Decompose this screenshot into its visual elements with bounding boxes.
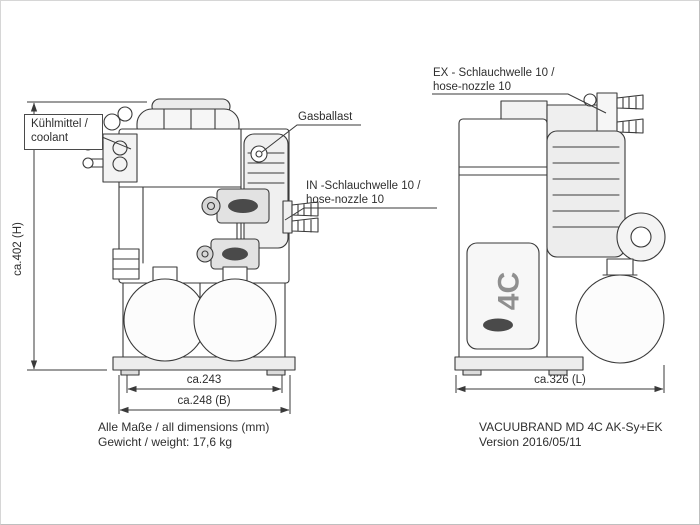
round-flask <box>575 274 665 364</box>
weight-note: Gewicht / weight: 17,6 kg <box>98 434 233 449</box>
vacuubrand-logo-badge <box>483 318 513 332</box>
base-plate-side <box>454 356 584 371</box>
inlet-hose-nozzle <box>291 217 319 233</box>
callout-gasballast: Gasballast <box>298 111 353 123</box>
dim-overall-width-label: ca.248 (B) <box>177 395 231 407</box>
callout-inlet: IN -Schlauchwelle 10 / hose-nozzle 10 <box>306 180 420 207</box>
version-text: Version 2016/05/11 <box>479 434 582 449</box>
vacuubrand-logo-badge <box>228 199 258 213</box>
callout-coolant-line1: Kühlmittel / <box>31 118 88 130</box>
dimensions-note: Alle Maße / all dimensions (mm) <box>98 420 270 434</box>
callout-inlet-line1: IN -Schlauchwelle 10 / <box>306 180 421 192</box>
connector-box <box>112 248 140 280</box>
callout-coolant-line2: coolant <box>31 131 69 144</box>
callout-exhaust-line1: EX - Schlauchwelle 10 / <box>433 67 555 79</box>
front-view-drawing <box>82 98 319 376</box>
title-block: VACUUBRAND MD 4C AK-Sy+EK Version 2016/0… <box>479 420 663 449</box>
coolant-attachment <box>102 133 138 183</box>
gasballast-knob <box>250 145 268 163</box>
base-plate-front <box>112 356 296 371</box>
dim-inner-width-label: ca.243 <box>186 374 222 386</box>
inlet-flange <box>282 200 293 234</box>
model-name: VACUUBRAND MD 4C AK-Sy+EK <box>479 420 663 434</box>
callout-leader-lines <box>101 93 607 221</box>
inlet-leader <box>284 207 437 221</box>
dim-height-label: ca.402 (H) <box>12 222 24 276</box>
vacuubrand-logo-badge <box>222 247 248 261</box>
model-badge-4c: 4C <box>493 272 526 310</box>
coolant-coil-loop <box>117 106 133 122</box>
notes-block: Alle Maße / all dimensions (mm) Gewicht … <box>98 420 269 449</box>
exhaust-hose-nozzle <box>616 94 644 110</box>
exhaust-leader <box>432 93 607 114</box>
callout-exhaust-line2: hose-nozzle 10 <box>433 80 511 93</box>
dim-overall-length-label: ca.326 (L) <box>534 374 586 386</box>
side-view-drawing <box>454 92 666 376</box>
motor-side <box>546 130 626 258</box>
round-flask <box>193 278 277 362</box>
callout-inlet-line2: hose-nozzle 10 <box>306 193 384 206</box>
coolant-leader <box>101 136 132 150</box>
callout-coolant: Kühlmittel / coolant <box>24 114 103 150</box>
gasballast-leader <box>261 124 361 153</box>
callout-exhaust: EX - Schlauchwelle 10 / hose-nozzle 10 <box>433 67 554 94</box>
coolant-coil-loop <box>103 113 121 131</box>
exhaust-hose-nozzle <box>616 118 644 134</box>
